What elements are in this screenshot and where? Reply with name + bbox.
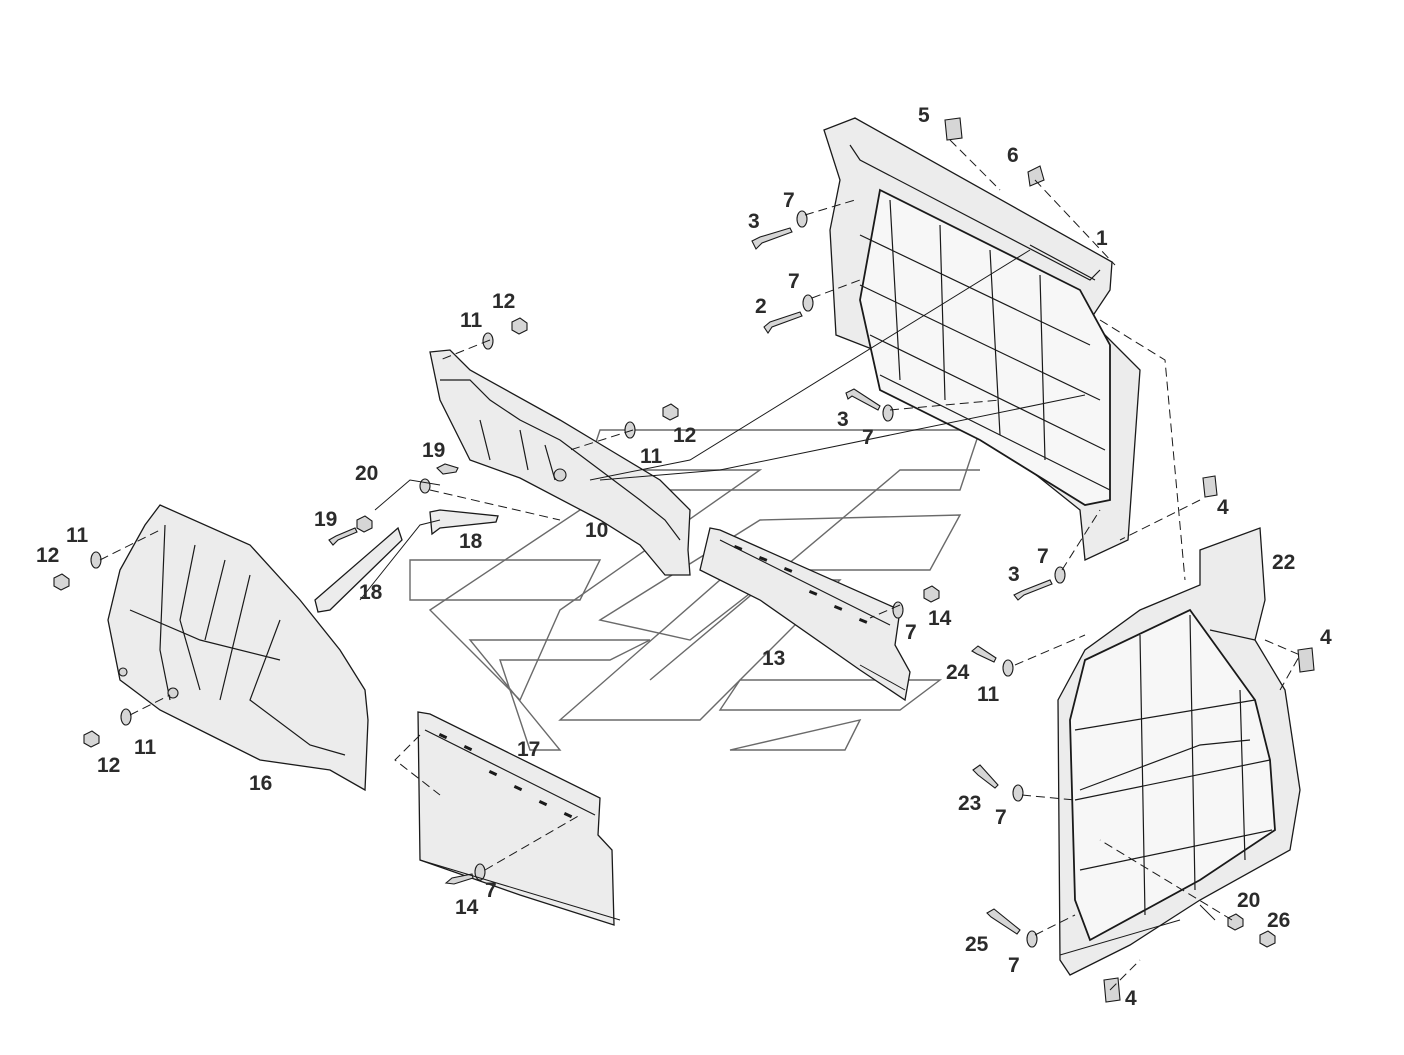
callout-7: 7 (788, 270, 800, 293)
callout-11: 11 (640, 445, 663, 468)
callout-labels: 5 6 7 3 1 7 2 12 11 3 7 12 11 19 20 19 1… (36, 104, 1332, 1010)
callout-4: 4 (1217, 496, 1229, 519)
callout-24: 24 (946, 661, 970, 684)
callout-23: 23 (958, 792, 981, 815)
callout-5: 5 (918, 104, 930, 127)
callout-4: 4 (1320, 626, 1332, 649)
callout-4: 4 (1125, 987, 1137, 1010)
callout-14: 14 (455, 896, 479, 919)
callout-7: 7 (783, 189, 795, 212)
hardware-fasteners (53, 117, 1315, 1003)
callout-18: 18 (459, 530, 483, 553)
callout-20: 20 (1237, 889, 1260, 912)
callout-3: 3 (748, 210, 760, 233)
callout-11: 11 (977, 683, 1000, 706)
callout-7: 7 (862, 426, 874, 449)
callout-25: 25 (965, 933, 989, 956)
callout-3: 3 (837, 408, 849, 431)
callout-20: 20 (355, 462, 378, 485)
callout-12: 12 (492, 290, 515, 313)
callout-2: 2 (755, 295, 767, 318)
callout-1: 1 (1096, 227, 1108, 250)
callout-19: 19 (314, 508, 337, 531)
callout-12: 12 (97, 754, 120, 777)
part-10-bracket (429, 349, 691, 576)
part-1-grid-panel (823, 117, 1141, 561)
part-22-grid-panel (1057, 527, 1301, 976)
callout-12: 12 (673, 424, 696, 447)
watermark-logo (409, 429, 981, 751)
callout-7: 7 (1008, 954, 1020, 977)
callout-16: 16 (249, 772, 272, 795)
callout-6: 6 (1007, 144, 1019, 167)
callout-26: 26 (1267, 909, 1290, 932)
callout-18: 18 (359, 581, 383, 604)
callout-11: 11 (66, 524, 89, 547)
callout-12: 12 (36, 544, 59, 567)
part-16-fender (107, 504, 369, 792)
callout-10: 10 (585, 519, 608, 542)
callout-11: 11 (460, 309, 483, 332)
callout-14: 14 (928, 607, 952, 630)
part-13-strip (699, 527, 911, 702)
callout-7: 7 (905, 621, 917, 644)
callout-3: 3 (1008, 563, 1020, 586)
callout-7: 7 (485, 879, 497, 902)
leader-lines (99, 139, 1301, 991)
callout-17: 17 (517, 738, 540, 761)
part-17-plate (417, 711, 615, 926)
callout-7: 7 (1037, 545, 1049, 568)
callout-13: 13 (762, 647, 785, 670)
callout-7: 7 (995, 806, 1007, 829)
callout-19: 19 (422, 439, 445, 462)
part-18-brackets (314, 509, 499, 613)
callout-11: 11 (134, 736, 157, 759)
callout-22: 22 (1272, 551, 1295, 574)
